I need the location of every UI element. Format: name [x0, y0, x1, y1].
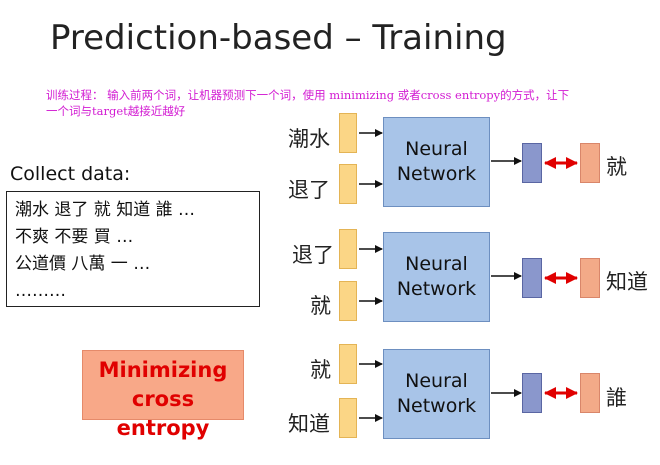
data-line: ………: [15, 281, 66, 301]
data-corpus-box: 潮水 退了 就 知道 誰 … 不爽 不要 買 … 公道價 八萬 一 … ………: [6, 191, 260, 307]
example-2-input-vector-1: [339, 229, 357, 269]
example-1-input-word-2: 退了: [288, 178, 330, 202]
example-2-target-word: 知道: [606, 270, 648, 294]
data-line: 不爽 不要 買 …: [15, 227, 134, 247]
minimize-line-1: Minimizing: [98, 358, 228, 382]
example-2-output-vector: [522, 258, 542, 298]
annotation-line-2: 一个词与target越接近越好: [46, 104, 186, 118]
example-1-input-vector-1: [339, 113, 357, 153]
example-2-input-word-2: 就: [310, 294, 331, 318]
slide-title: Prediction-based – Training: [50, 18, 507, 58]
collect-data-label: Collect data:: [10, 163, 131, 185]
example-3-neural-network: Neural Network: [383, 349, 490, 439]
minimize-line-2: cross entropy: [116, 387, 210, 440]
example-2-input-vector-2: [339, 281, 357, 321]
example-3-target-vector: [580, 373, 600, 413]
example-3-input-vector-1: [339, 344, 357, 384]
network-label-line-2: Network: [396, 395, 477, 417]
example-2-neural-network: Neural Network: [383, 232, 490, 322]
example-1-target-word: 就: [606, 155, 627, 179]
example-2-input-word-1: 退了: [292, 243, 334, 267]
example-3-input-vector-2: [339, 398, 357, 438]
network-label-line-2: Network: [396, 163, 477, 185]
minimize-cross-entropy-box: Minimizing cross entropy: [82, 350, 244, 440]
example-2-target-vector: [580, 258, 600, 298]
data-line: 公道價 八萬 一 …: [15, 254, 151, 274]
example-1-target-vector: [580, 143, 600, 183]
example-3-target-word: 誰: [606, 386, 627, 410]
data-line: 潮水 退了 就 知道 誰 …: [15, 200, 196, 220]
annotation-line-1: 训练过程： 输入前两个词，让机器预测下一个词，使用 minimizing 或者c…: [46, 88, 570, 102]
example-1-input-vector-2: [339, 164, 357, 204]
example-1-output-vector: [522, 143, 542, 183]
network-label-line-1: Neural: [405, 253, 468, 275]
example-1-neural-network: Neural Network: [383, 117, 490, 207]
network-label-line-1: Neural: [405, 138, 468, 160]
network-label-line-2: Network: [396, 278, 477, 300]
example-3-output-vector: [522, 373, 542, 413]
example-1-input-word-1: 潮水: [288, 127, 330, 151]
example-3-input-word-2: 知道: [288, 412, 330, 436]
annotation-note: 训练过程： 输入前两个词，让机器预测下一个词，使用 minimizing 或者c…: [46, 87, 660, 119]
example-3-input-word-1: 就: [310, 358, 331, 382]
network-label-line-1: Neural: [405, 370, 468, 392]
